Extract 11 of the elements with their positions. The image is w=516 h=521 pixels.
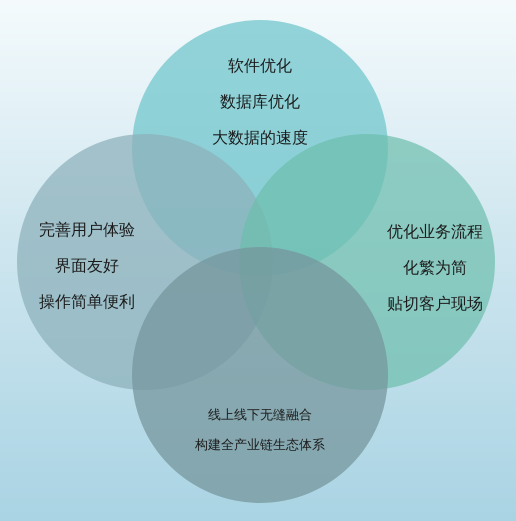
circle-text: 数据库优化 [220,92,300,111]
circle-text: 线上线下无缝融合 [208,408,312,423]
circle-text: 贴切客户现场 [387,294,483,313]
circle-text: 界面友好 [55,256,119,275]
circle-text: 软件优化 [228,56,292,75]
circle-text: 化繁为简 [403,258,467,277]
circle-text: 优化业务流程 [387,222,483,241]
circle-text: 构建全产业链生态体系 [195,438,325,453]
circle-text: 大数据的速度 [212,128,308,147]
circle-text: 操作简单便利 [39,292,135,311]
circle-text: 完善用户体验 [39,220,135,239]
